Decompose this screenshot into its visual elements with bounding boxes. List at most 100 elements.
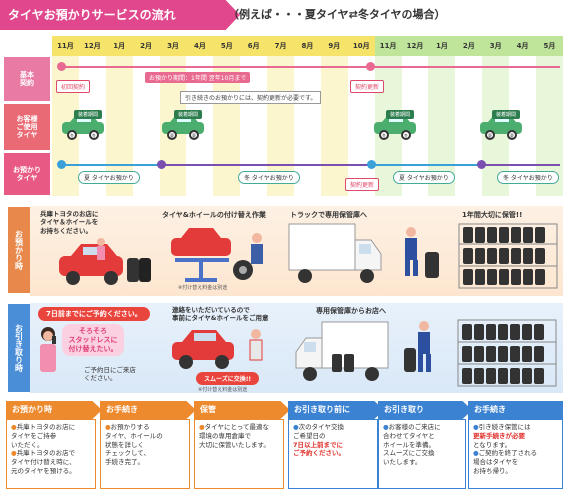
- page-subtitle: （例えば・・・夏タイヤ⇄冬タイヤの場合）: [228, 8, 446, 21]
- month-label: 2月: [455, 36, 483, 56]
- month-label: 5月: [213, 36, 241, 56]
- month-label: 4月: [186, 36, 214, 56]
- reserve-notice: 7日前までにご予約ください。: [38, 307, 150, 321]
- smooth-badge: スムーズに交換!!: [196, 372, 260, 385]
- renew-tag: 契約更新: [350, 80, 385, 93]
- storage-line-winter-2: [480, 164, 560, 166]
- svg-text:夏: 夏: [170, 132, 174, 138]
- step-body-renewal: ●引き続き保管には 更新手続きが必要 となります。 ●ご契約を終了される 場合は…: [468, 419, 563, 489]
- month-label: 1月: [428, 36, 456, 56]
- month-label: 12月: [78, 36, 106, 56]
- bullet-icon: ●: [473, 449, 479, 458]
- customer-bubble: そろそろ スタッドレスに 付け替えたい。: [62, 324, 124, 357]
- drop-step2-text: タイヤ&ホイールの付け替え作業: [162, 211, 266, 219]
- bullet-icon: ●: [293, 423, 299, 431]
- use-tag: 装着期間: [174, 110, 203, 119]
- storage-line-winter: [160, 164, 370, 166]
- row-label-contract: 基本 契約: [4, 57, 50, 101]
- section-drop-off: お預かり時: [8, 207, 30, 293]
- row-label-in-use: お客様 ご使用 タイヤ: [4, 104, 50, 150]
- bullet-icon: ●: [383, 423, 389, 431]
- storage-rack-illustration: [405, 223, 558, 289]
- initial-contract-tag: 初回契約: [56, 80, 91, 93]
- step-body-procedure: ●お預かりする タイヤ、ホイールの 状態を詳しく チェックして、 手続き完了。: [100, 419, 190, 489]
- svg-text:冬: 冬: [92, 132, 96, 138]
- month-label: 8月: [294, 36, 321, 56]
- page-title: タイヤお預かりサービスの流れ: [0, 0, 240, 30]
- step-body-before-pickup: ●次のタイヤ交換 ご希望日の 7日以上前までに ご予約ください。: [288, 419, 378, 489]
- contract-renew-dot: [366, 62, 375, 71]
- storage-dot: [157, 160, 166, 169]
- storage-dot: [477, 160, 486, 169]
- step-head-procedure: お手続き: [100, 401, 196, 419]
- month-label: 3月: [482, 36, 510, 56]
- storage-dot: [57, 160, 66, 169]
- use-tag: 装着期間: [492, 110, 521, 119]
- svg-text:冬: 冬: [404, 132, 408, 138]
- contract-line: [60, 66, 560, 68]
- use-tag: 装着期間: [386, 110, 415, 119]
- drop-step1-text: 兵庫トヨタのお店に タイヤ＆ホイールを お持ちください。: [40, 210, 99, 235]
- storage-rack-return-illustration: [404, 319, 557, 387]
- bullet-icon: ●: [11, 423, 17, 431]
- month-label: 3月: [159, 36, 187, 56]
- period-tag: お預かり期間：1年間 翌年10月まで: [145, 72, 251, 83]
- svg-text:夏: 夏: [488, 132, 492, 138]
- step-body-dropoff: ●兵庫トヨタのお店に タイヤをご持参 いただく。 ●兵庫トヨタのお店で タイヤ付…: [6, 419, 96, 489]
- bullet-icon: ●: [199, 423, 205, 431]
- month-label: 2月: [132, 36, 160, 56]
- visit-text: ご予約日にご来店 ください。: [84, 366, 136, 383]
- month-label: 10月: [347, 36, 375, 56]
- customer-car-illustration: [59, 238, 151, 285]
- truck-return-illustration: [295, 321, 389, 381]
- month-label: 11月: [374, 36, 402, 56]
- section-pick-up: お引き取り時: [8, 304, 30, 392]
- summer-storage-label: 夏 タイヤお預かり: [78, 171, 140, 184]
- svg-text:冬: 冬: [382, 132, 386, 138]
- step-head-before-pickup: お引き取り前に: [288, 401, 384, 419]
- month-label: 9月: [320, 36, 348, 56]
- tire-change-illustration: [171, 228, 263, 282]
- svg-text:冬: 冬: [70, 132, 74, 138]
- month-header: 11月 12月 1月 2月 3月 4月 5月 6月 7月 8月 9月 10月 1…: [52, 36, 563, 56]
- customer-phone-illustration: [40, 327, 56, 372]
- drop-step3-text: トラックで専用保管庫へ: [290, 211, 367, 219]
- smooth-note: ※付け替え料金は別途: [198, 387, 248, 393]
- from-storage-text: 専用保管庫からお店へ: [316, 307, 386, 315]
- month-label: 7月: [267, 36, 295, 56]
- bullet-icon: ●: [105, 423, 111, 431]
- drop-step4-text: 1年間大切に保管!!: [462, 211, 523, 219]
- bullet-icon: ●: [11, 449, 17, 458]
- step-head-renewal: お手続き: [468, 401, 563, 419]
- use-tag: 装着期間: [74, 110, 103, 119]
- car-winter-icon: 冬冬: [374, 115, 416, 140]
- storage-line-summer: [60, 164, 160, 166]
- month-label: 11月: [52, 36, 79, 56]
- renew-tag: 契約更新: [345, 178, 380, 191]
- truck-illustration: [288, 223, 382, 283]
- summer-storage-label: 夏 タイヤお預かり: [393, 171, 455, 184]
- winter-storage-label: 冬 タイヤお預かり: [238, 171, 300, 184]
- contract-start-dot: [57, 62, 66, 71]
- car-ready-illustration: [172, 329, 263, 369]
- month-label: 12月: [401, 36, 429, 56]
- step-body-pickup: ●お客様のご来店に 合わせてタイヤと ホイールを準備。 スムーズにご交換 いたし…: [378, 419, 466, 489]
- month-label: 5月: [536, 36, 563, 56]
- winter-storage-label: 冬 タイヤお預かり: [497, 171, 559, 184]
- svg-text:夏: 夏: [510, 132, 514, 138]
- step-head-storage: 保管: [194, 401, 290, 419]
- row-label-stored: お預かり タイヤ: [4, 153, 50, 195]
- month-label: 4月: [509, 36, 537, 56]
- contact-text: 連絡をいただいているので 事前にタイヤ&ホイールをご用意: [172, 306, 269, 323]
- step-head-pickup: お引き取り: [378, 401, 472, 419]
- step-body-storage: ●タイヤにとって最適な 環境の専用倉庫で 大切に保管いたします。: [194, 419, 284, 489]
- storage-line-summer-2: [370, 164, 480, 166]
- drop-step2-note: ※付け替え料金は別途: [178, 285, 228, 291]
- renew-note: 引き続きのお預かりには、契約更新が必要です。: [180, 91, 322, 104]
- storage-dot: [367, 160, 376, 169]
- month-label: 6月: [240, 36, 268, 56]
- svg-text:夏: 夏: [192, 132, 196, 138]
- bullet-icon: ●: [473, 423, 479, 431]
- step-head-dropoff: お預かり時: [6, 401, 102, 419]
- month-label: 1月: [105, 36, 133, 56]
